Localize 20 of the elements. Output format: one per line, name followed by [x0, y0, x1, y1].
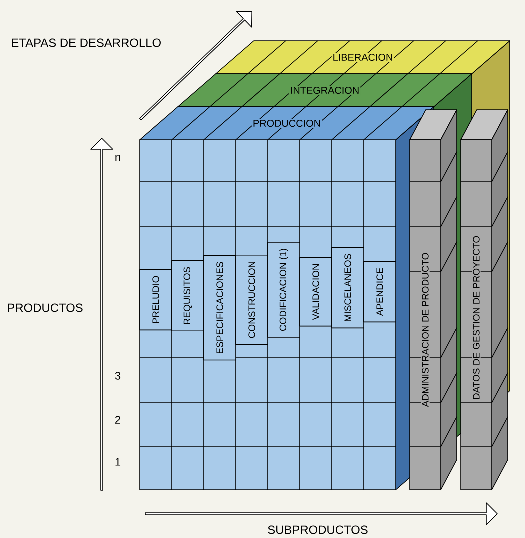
layer-band: INTEGRACION: [178, 74, 472, 108]
axis-label: PRODUCTOS: [8, 304, 83, 312]
row-number: 3: [115, 372, 121, 380]
row-number: 2: [116, 416, 120, 424]
row-number: 1: [116, 458, 121, 466]
column-label-cell: APENDICE: [364, 261, 396, 323]
axis-label: SUBPRODUCTOS: [268, 526, 368, 534]
slab-drawing: DATOS DE GESTION DE PROYECTO: [460, 110, 508, 490]
row-number: n: [116, 155, 120, 161]
column-label-cell: REQUISITOS: [172, 260, 204, 332]
column-label-cell: ESPECIFICACIONES: [204, 255, 236, 361]
column-label-cell: PRELUDIO: [140, 269, 172, 331]
layer-band: LIBERACION: [216, 40, 510, 74]
slab-drawing: ADMINISTRACION DE PRODUCTO: [410, 110, 458, 490]
column-label-cell: CODIFICACION (1): [268, 242, 300, 338]
layer-band: PRODUCCION: [140, 106, 434, 140]
axis-label: ETAPAS DE DESARROLLO: [12, 38, 161, 48]
column-label-cell: MISCELANEOS: [332, 247, 364, 329]
column-label-cell: VALIDACION: [300, 257, 332, 327]
column-label-cell: CONSTRUCCION: [236, 254, 268, 346]
